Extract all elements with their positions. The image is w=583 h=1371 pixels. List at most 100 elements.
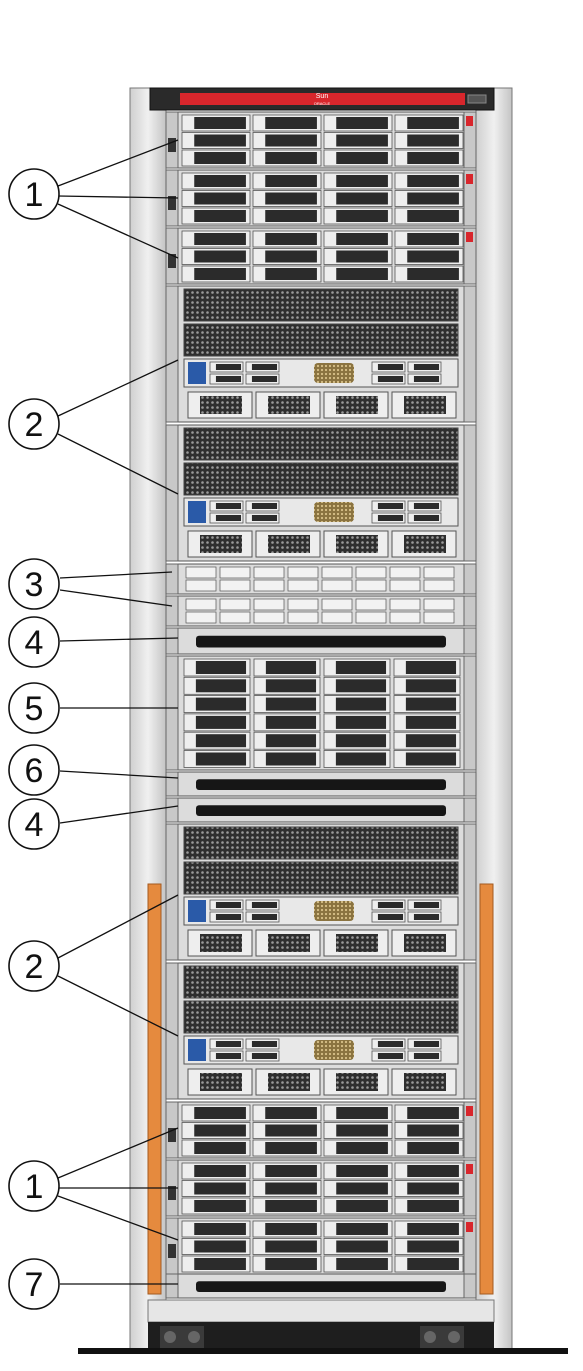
drive-grille [265, 1223, 317, 1235]
drive-grille [413, 503, 440, 509]
drive-grille [336, 1165, 388, 1177]
drive-grille [407, 1223, 459, 1235]
callout-label: 1 [25, 1168, 44, 1206]
rack-ear-left [165, 823, 179, 961]
drive-grille [407, 192, 459, 205]
filler-slot [196, 1281, 446, 1292]
drive-grille [335, 679, 387, 693]
psu-vent [404, 535, 446, 553]
drive-grille [215, 364, 242, 370]
drive-grille [194, 1223, 246, 1235]
callout-4-lower: 4 [8, 798, 60, 850]
drive-grille [336, 134, 388, 147]
leader-1f [57, 1195, 179, 1241]
drive-grille [215, 1041, 242, 1047]
drive-grille [265, 661, 317, 674]
switch-port-group [389, 598, 421, 611]
rack-ear-right [463, 797, 477, 823]
drive-grille [336, 117, 388, 129]
switch-port-group [389, 579, 421, 592]
drive-grille [194, 134, 246, 147]
drive-grille [407, 1124, 459, 1137]
usb-port [168, 1244, 176, 1258]
switch-port-group [423, 566, 455, 579]
drive-grille [377, 1041, 404, 1047]
filler-slot [196, 779, 446, 790]
callout-leaders [57, 139, 179, 1285]
switch-port-group [321, 598, 353, 611]
service-panel [188, 1039, 206, 1061]
drive-grille [265, 1107, 317, 1119]
psu-vent [336, 396, 378, 414]
rack-frame [78, 87, 568, 1354]
usb-port [168, 1186, 176, 1200]
switch-port-group [321, 566, 353, 579]
leader-1b [57, 195, 179, 199]
drive-grille [265, 679, 317, 693]
drive-grille [405, 661, 457, 674]
callout-4-upper: 4 [8, 616, 60, 668]
drive-grille [407, 1182, 459, 1195]
drive-grille [407, 210, 459, 222]
drive-grille [194, 117, 246, 129]
drive-grille [265, 250, 317, 263]
leader-2d [57, 975, 179, 1037]
usb-port [168, 138, 176, 152]
drive-grille [377, 364, 404, 370]
callout-label: 5 [25, 690, 44, 728]
callout-label: 3 [25, 566, 44, 604]
drive-grille [407, 117, 459, 129]
drive-grille [195, 752, 247, 766]
drive-grille [336, 192, 388, 205]
drive-grille [377, 914, 404, 920]
switch-port-group [253, 579, 285, 592]
drive-grille [336, 1107, 388, 1119]
network-switch-1 [165, 563, 477, 595]
drive-grille [265, 134, 317, 147]
switch-port-group [321, 579, 353, 592]
rack-ear-right [463, 627, 477, 655]
drive-grille [336, 1142, 388, 1154]
storage-server-6 [165, 1217, 477, 1275]
drive-grille [251, 503, 278, 509]
drive-grille [336, 268, 388, 280]
psu-vent [200, 934, 242, 952]
drive-grille [413, 1053, 440, 1059]
rack-ear-left [165, 424, 179, 562]
drive-grille [407, 233, 459, 245]
switch-port-group [185, 566, 217, 579]
leader-2a [57, 359, 179, 417]
psu-vent [268, 535, 310, 553]
drive-grille [194, 1200, 246, 1212]
callout-5: 5 [8, 682, 60, 734]
callout-label: 4 [25, 806, 44, 844]
drive-grille [265, 1142, 317, 1154]
drive-grille [251, 364, 278, 370]
fan-vent-lower [183, 1000, 459, 1034]
rack-ear-right [463, 563, 477, 595]
database-server-1 [165, 285, 477, 423]
switch-port-group [219, 598, 251, 611]
drive-grille [194, 268, 246, 280]
drive-grille [215, 914, 242, 920]
caster-left [160, 1326, 204, 1348]
brand-sub-logo: ORACLE [314, 101, 331, 106]
drive-grille [335, 661, 387, 674]
switch-port-group [389, 611, 421, 624]
drive-grille [265, 268, 317, 280]
drive-grille [405, 697, 457, 711]
drive-grille [405, 752, 457, 766]
drive-grille [377, 376, 404, 382]
service-panel [188, 501, 206, 523]
drive-grille [251, 1041, 278, 1047]
drive-grille [265, 210, 317, 222]
drive-grille [265, 1182, 317, 1195]
usb-port [168, 254, 176, 268]
switch-port-group [287, 598, 319, 611]
switch-port-group [321, 611, 353, 624]
drive-grille [336, 250, 388, 263]
caster-right [420, 1326, 464, 1348]
drive-grille [194, 1240, 246, 1253]
callouts: 1 2 3 4 5 6 4 2 [8, 168, 60, 1310]
